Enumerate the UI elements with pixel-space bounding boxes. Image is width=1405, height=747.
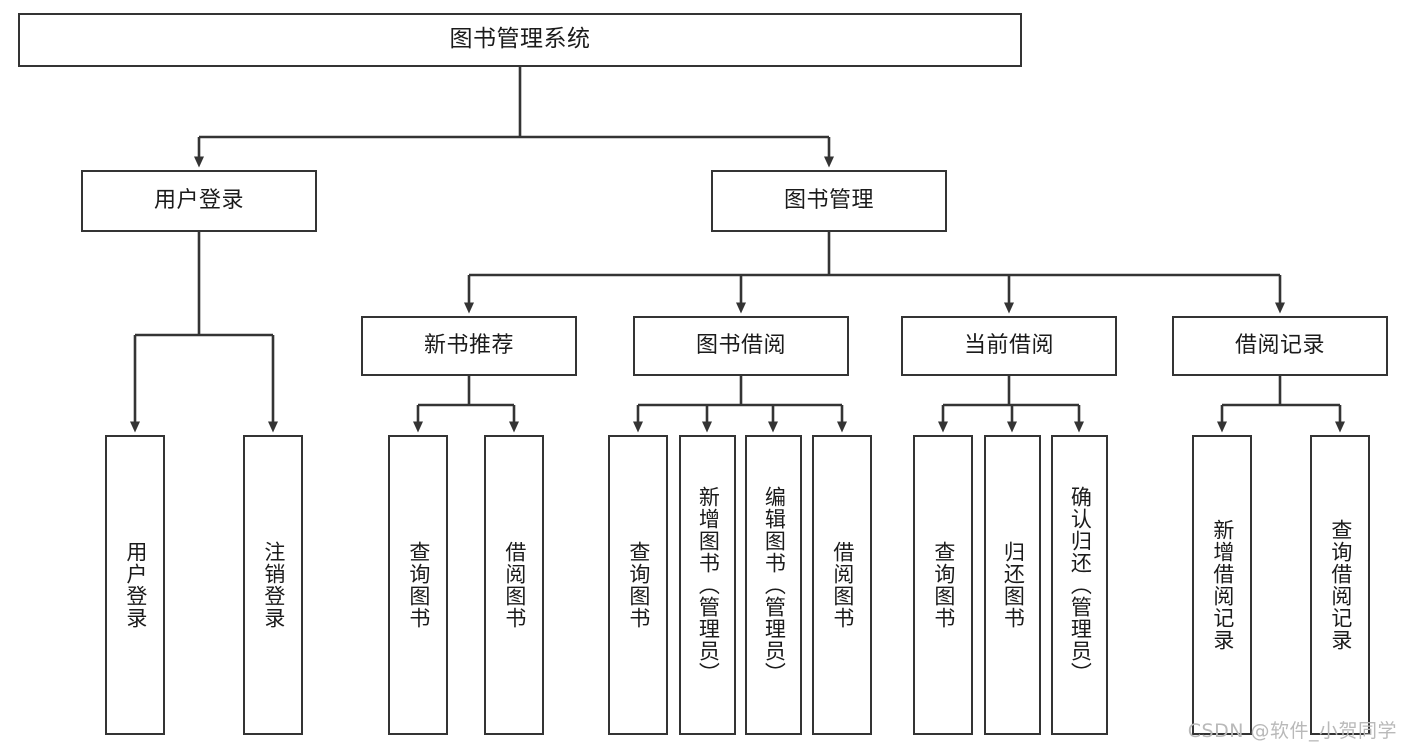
node-label: 图书管理系统 xyxy=(449,26,591,53)
node-label: 确认归还（管理员） xyxy=(1068,486,1093,684)
node-label: 查询借阅记录 xyxy=(1328,519,1353,651)
node-label: 注销登录 xyxy=(261,541,286,629)
node-label: 新书推荐 xyxy=(423,333,514,359)
node-label: 用户登录 xyxy=(123,541,148,629)
node-label: 归还图书 xyxy=(1001,541,1026,629)
node-leaf-query-book-2[interactable]: 查询图书 xyxy=(608,435,668,735)
node-label: 图书借阅 xyxy=(695,333,786,359)
node-label: 借阅记录 xyxy=(1234,333,1325,359)
node-leaf-add-book-admin[interactable]: 新增图书（管理员） xyxy=(679,435,736,735)
node-label: 新增借阅记录 xyxy=(1210,519,1235,651)
node-leaf-user-login[interactable]: 用户登录 xyxy=(105,435,165,735)
node-leaf-logout[interactable]: 注销登录 xyxy=(243,435,303,735)
node-label: 图书管理 xyxy=(783,188,874,214)
node-root-system[interactable]: 图书管理系统 xyxy=(18,13,1022,67)
node-leaf-borrow-book-1[interactable]: 借阅图书 xyxy=(484,435,544,735)
node-label: 借阅图书 xyxy=(502,541,527,629)
node-label: 编辑图书（管理员） xyxy=(762,486,787,684)
node-label: 用户登录 xyxy=(153,188,244,214)
node-leaf-query-book-3[interactable]: 查询图书 xyxy=(913,435,973,735)
node-current-borrow[interactable]: 当前借阅 xyxy=(901,316,1117,376)
node-book-manage[interactable]: 图书管理 xyxy=(711,170,947,232)
node-leaf-edit-book-admin[interactable]: 编辑图书（管理员） xyxy=(745,435,802,735)
node-label: 借阅图书 xyxy=(830,541,855,629)
node-leaf-query-book-1[interactable]: 查询图书 xyxy=(388,435,448,735)
node-label: 当前借阅 xyxy=(963,333,1054,359)
node-user-login[interactable]: 用户登录 xyxy=(81,170,317,232)
node-borrow-record[interactable]: 借阅记录 xyxy=(1172,316,1388,376)
node-leaf-borrow-book-2[interactable]: 借阅图书 xyxy=(812,435,872,735)
node-leaf-add-borrow-record[interactable]: 新增借阅记录 xyxy=(1192,435,1252,735)
node-leaf-query-borrow-record[interactable]: 查询借阅记录 xyxy=(1310,435,1370,735)
node-label: 查询图书 xyxy=(626,541,651,629)
watermark-text: CSDN @软件_小贺同学 xyxy=(1187,720,1397,742)
node-leaf-confirm-return-admin[interactable]: 确认归还（管理员） xyxy=(1051,435,1108,735)
node-book-borrow[interactable]: 图书借阅 xyxy=(633,316,849,376)
node-label: 查询图书 xyxy=(406,541,431,629)
node-label: 新增图书（管理员） xyxy=(696,486,721,684)
node-leaf-return-book[interactable]: 归还图书 xyxy=(984,435,1041,735)
node-new-book-recommend[interactable]: 新书推荐 xyxy=(361,316,577,376)
node-label: 查询图书 xyxy=(931,541,956,629)
